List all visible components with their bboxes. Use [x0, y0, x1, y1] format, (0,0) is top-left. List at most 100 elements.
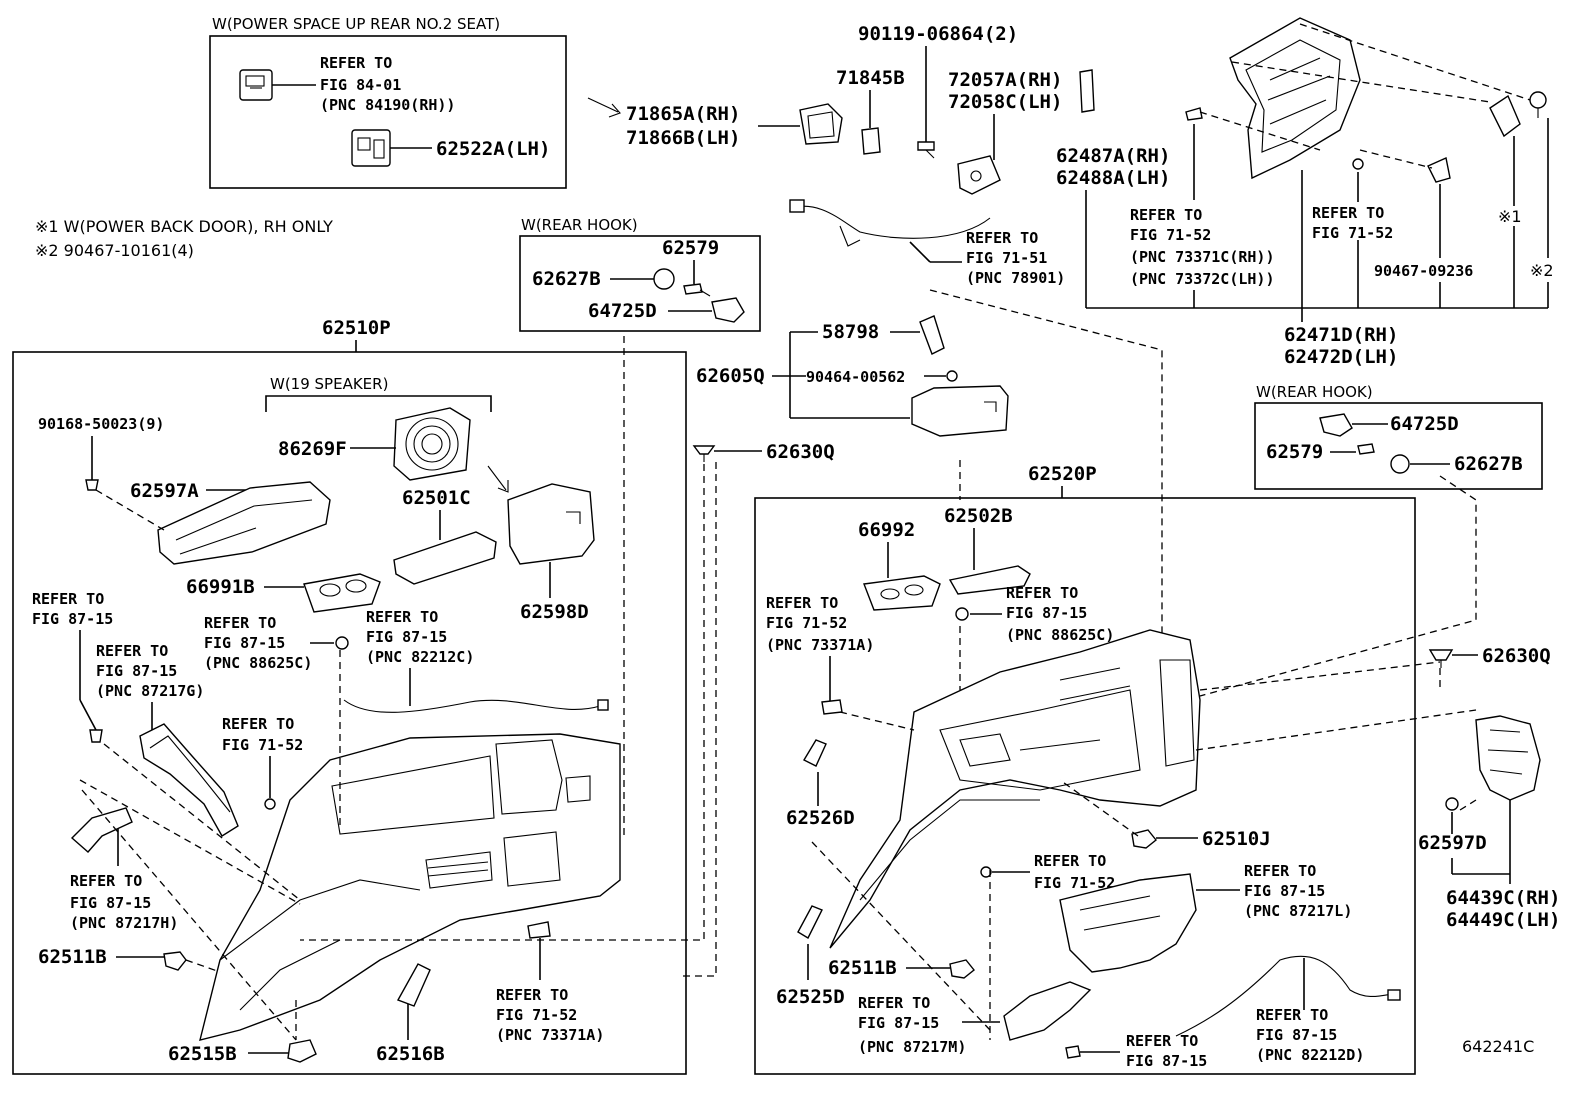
ref-16-line2: FIG 87-15: [858, 1014, 939, 1032]
ref-10-line3: (PNC 87217H): [70, 914, 178, 932]
part-71865A-icon: [799, 103, 843, 145]
clip-7152-icon: [1352, 158, 1364, 170]
ref-9-line1: REFER TO: [222, 715, 294, 733]
duct-62597A-icon: [157, 481, 331, 565]
speaker-bracket-title: W(19 SPEAKER): [270, 375, 388, 393]
label-62597D: 62597D: [1418, 832, 1487, 854]
clip-90467-icon: [1427, 157, 1451, 183]
clip-88625C-right-icon: [955, 607, 969, 621]
label-90119: 90119-06864(2): [858, 23, 1018, 45]
mark-1: ※1: [1498, 207, 1522, 226]
ref-6-line2: FIG 87-15: [96, 662, 177, 680]
ref-1-line1: REFER TO: [320, 54, 392, 72]
duct-87217L-icon: [1059, 873, 1197, 973]
label-62510J: 62510J: [1202, 828, 1271, 850]
label-62579-top: 62579: [662, 237, 719, 259]
hook-64725D-top-icon: [711, 297, 745, 323]
label-64725D-top: 64725D: [588, 300, 657, 322]
ref-13-line1: REFER TO: [1006, 584, 1078, 602]
label-62597A: 62597A: [130, 480, 199, 502]
screw-90168-icon: [85, 479, 99, 491]
harness-82212C: [343, 699, 601, 713]
label-72058C: 72058C(LH): [948, 91, 1062, 113]
label-62522A: 62522A(LH): [436, 138, 550, 160]
label-62510P: 62510P: [322, 317, 391, 339]
ref-12-line1: REFER TO: [766, 594, 838, 612]
pad-62525D-icon: [797, 905, 823, 939]
ref-3-line1: REFER TO: [1312, 204, 1384, 222]
part-62501C-icon: [393, 531, 497, 585]
pad-62526D-icon: [803, 739, 827, 767]
cover-64439C-icon: [1475, 715, 1541, 801]
label-90168: 90168-50023(9): [38, 415, 164, 433]
screw-62579-top-icon: [683, 283, 711, 297]
ref-4-line1: REFER TO: [966, 229, 1038, 247]
screw-62579-right-icon: [1357, 443, 1375, 455]
frame-62520P: [754, 497, 1416, 1075]
ref-14-line1: REFER TO: [1034, 852, 1106, 870]
diagram-id: 642241C: [1462, 1037, 1534, 1056]
ref-7-line1: REFER TO: [204, 614, 276, 632]
ref-13-line2: FIG 87-15: [1006, 604, 1087, 622]
label-64725D-right: 64725D: [1390, 413, 1459, 435]
part-62522A-icon: [351, 129, 391, 167]
ref-12-line2: FIG 71-52: [766, 614, 847, 632]
label-72057A: 72057A(RH): [948, 69, 1062, 91]
switch-part-icon: [239, 69, 273, 101]
ref-8-line3: (PNC 82212C): [366, 648, 474, 666]
clip-73371C-icon: [1185, 107, 1203, 121]
part-62605Q-icon: [911, 385, 1009, 437]
ref-5-line1: REFER TO: [32, 590, 104, 608]
ref-18-line1: REFER TO: [1256, 1006, 1328, 1024]
part-72057A-icon: [957, 155, 1001, 195]
harness-78901: [789, 205, 991, 239]
duct-87217G-icon: [139, 723, 239, 837]
arrow-71865: [587, 97, 621, 118]
label-62627B-right: 62627B: [1454, 453, 1523, 475]
label-64449C: 64449C(LH): [1446, 909, 1560, 931]
label-62511B-left: 62511B: [38, 946, 107, 968]
label-90467-09236: 90467-09236: [1374, 262, 1473, 280]
label-66992: 66992: [858, 519, 915, 541]
screw-8715-bottom-icon: [1065, 1045, 1081, 1059]
pad-62516B-icon: [396, 963, 431, 1007]
clip-62627B-top-icon: [653, 268, 675, 290]
label-86269F: 86269F: [278, 438, 347, 460]
ref-17-line2: FIG 87-15: [1126, 1052, 1207, 1070]
ref-16-line3: (PNC 87217M): [858, 1038, 966, 1056]
duct-87217M-icon: [1003, 981, 1092, 1041]
ref-8-line1: REFER TO: [366, 608, 438, 626]
cover-62598D-icon: [507, 483, 595, 565]
box-rear-hook-right: [1254, 402, 1543, 490]
clip-7152-left-icon: [264, 798, 276, 810]
label-62516B: 62516B: [376, 1043, 445, 1065]
label-62520P: 62520P: [1028, 463, 1097, 485]
screw-90464-icon: [946, 370, 958, 382]
label-58798: 58798: [822, 321, 879, 343]
ref-1-line3: (PNC 84190(RH)): [320, 96, 455, 114]
note-2: ※2 90467-10161(4): [35, 241, 194, 260]
bolt-90119-icon: [917, 141, 935, 159]
ref-1-line2: FIG 84-01: [320, 76, 401, 94]
ref-10-line1: REFER TO: [70, 872, 142, 890]
clip-62630Q-center-icon: [692, 445, 716, 462]
pad-62515B-icon: [287, 1039, 317, 1063]
mark-2: ※2: [1530, 261, 1554, 280]
ref-4-line2: FIG 71-51: [966, 249, 1047, 267]
ref-15-line1: REFER TO: [1244, 862, 1316, 880]
clip-62511B-left-icon: [163, 951, 187, 971]
note-1: ※1 W(POWER BACK DOOR), RH ONLY: [35, 217, 333, 236]
cupholder-66991B-icon: [303, 573, 381, 613]
hook-64725D-right-icon: [1319, 413, 1353, 437]
harness-82212D: [1175, 955, 1393, 1037]
ref-17-line1: REFER TO: [1126, 1032, 1198, 1050]
label-90464: 90464-00562: [806, 368, 905, 386]
ref-13-line3: (PNC 88625C): [1006, 626, 1114, 644]
clip-mark2-icon: [1529, 91, 1547, 118]
ref-5-line2: FIG 87-15: [32, 610, 113, 628]
clip-88625C-left-icon: [335, 636, 349, 650]
label-62487A: 62487A(RH): [1056, 145, 1170, 167]
label-71845B: 71845B: [836, 67, 905, 89]
cupholder-66992-icon: [863, 575, 941, 611]
